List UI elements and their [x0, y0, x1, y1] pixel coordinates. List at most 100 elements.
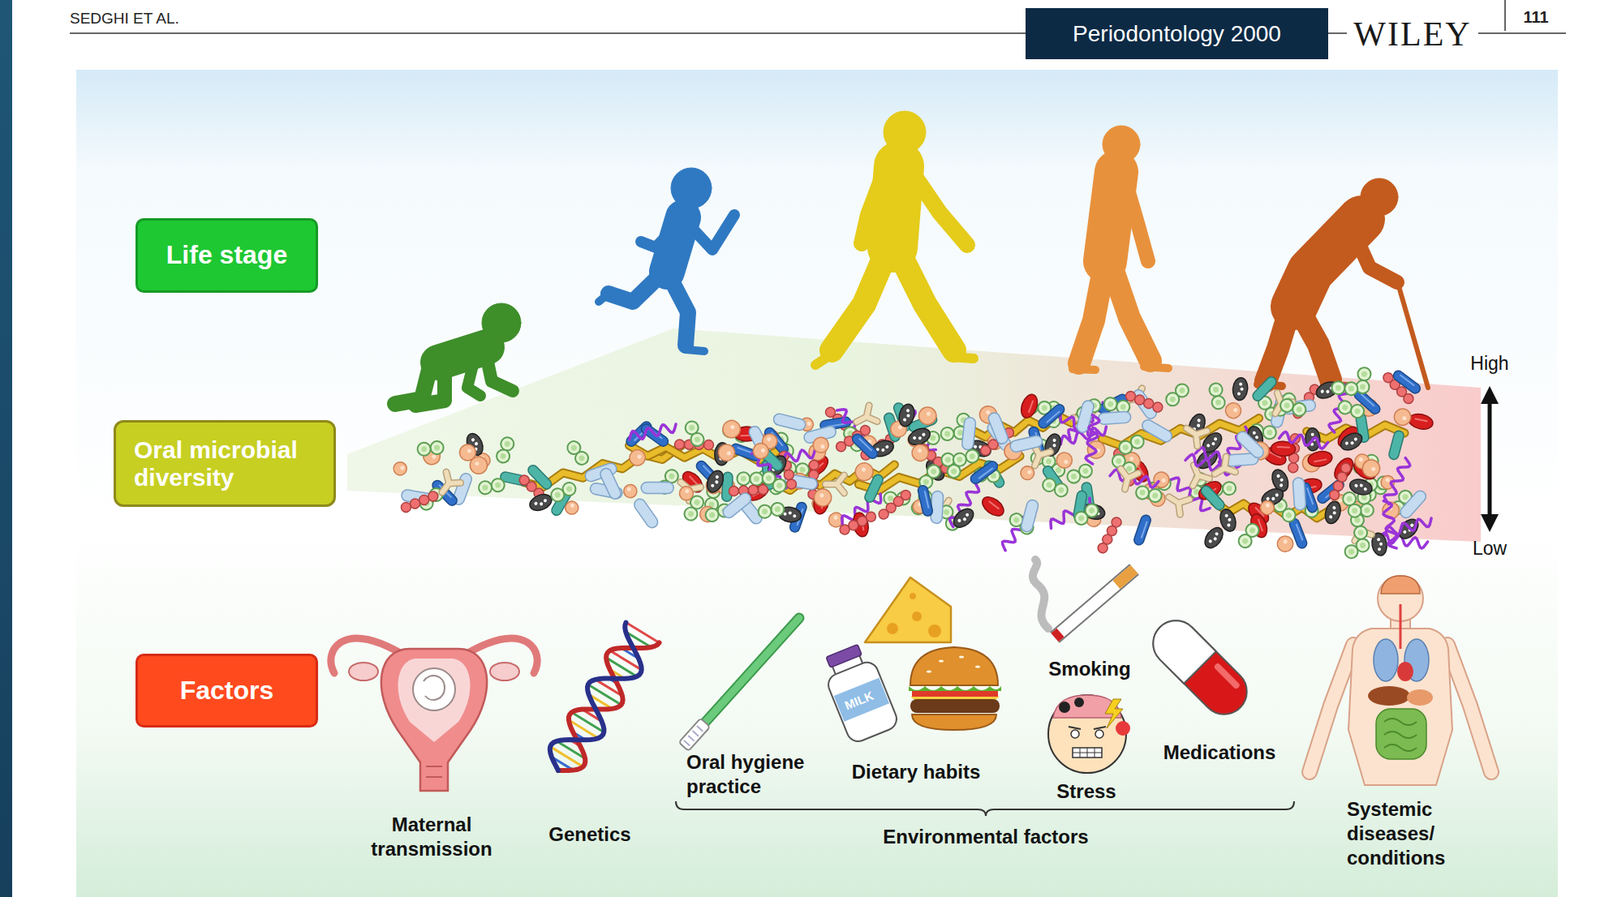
- microbe: [961, 417, 977, 451]
- microbe: [720, 490, 753, 521]
- microbe: [1139, 417, 1175, 444]
- microbe: [1019, 498, 1040, 534]
- microbe: [1201, 524, 1227, 551]
- microbe: [986, 411, 1010, 446]
- stress-head-icon: [1048, 695, 1131, 774]
- factor-label: Medications: [1146, 740, 1293, 766]
- header-rules: [69, 0, 1566, 34]
- microbe: [1018, 464, 1037, 482]
- factor-label: Systemic diseases/ conditions: [1346, 797, 1469, 871]
- microbe: [627, 421, 678, 442]
- elderly-silhouette: [1257, 178, 1428, 388]
- microbe: [1316, 477, 1347, 505]
- microbe: [750, 440, 772, 462]
- microbe: [1124, 390, 1165, 414]
- microbe: [1388, 430, 1406, 461]
- microbe: [391, 460, 409, 478]
- microbe: [1273, 533, 1296, 555]
- microbe: [598, 466, 624, 501]
- microbe: [896, 402, 917, 429]
- microbe: [812, 437, 830, 454]
- microbe: [852, 405, 878, 431]
- microbe: [1036, 402, 1067, 431]
- scale-label: Low: [1453, 537, 1527, 561]
- microbe: [715, 441, 738, 464]
- diversity-wedge: [347, 328, 1481, 542]
- microbe: [1040, 464, 1066, 494]
- figure-panel: [76, 69, 1558, 897]
- microbe-cluster: [391, 366, 1434, 561]
- row-heading-box: Life stage: [135, 218, 319, 293]
- microbe: [704, 468, 727, 495]
- page-edge-strip: [0, 0, 13, 897]
- microbe: [1096, 516, 1123, 555]
- microbe: [908, 441, 932, 465]
- factor-label: Smoking: [1032, 657, 1147, 682]
- microbe: [812, 486, 835, 509]
- box-text: Factors: [147, 676, 306, 706]
- microbe: [1075, 399, 1096, 434]
- microbe: [417, 440, 444, 456]
- microbe: [1009, 434, 1044, 454]
- microbe: [951, 448, 981, 469]
- microbe: [838, 510, 878, 537]
- microbe: [1135, 485, 1164, 504]
- microbe: [1199, 484, 1226, 513]
- factor-label: Oral hygiene practice: [686, 750, 849, 800]
- microbe: [682, 494, 706, 524]
- bottle-label: MILK: [834, 684, 886, 718]
- microbe: [1231, 377, 1249, 402]
- factor-label: Dietary habits: [826, 760, 1006, 785]
- diversity-scale-arrow: [1480, 386, 1499, 533]
- microbe: [1210, 456, 1236, 482]
- microbe: [1278, 397, 1308, 418]
- microbe: [1331, 381, 1359, 396]
- microbe: [916, 485, 934, 518]
- microbe: [1208, 382, 1226, 410]
- microbe: [950, 505, 977, 532]
- microbe: [1234, 429, 1266, 461]
- microbe: [527, 491, 555, 514]
- microbe: [825, 475, 844, 494]
- factor-label: Stress: [1037, 779, 1136, 805]
- microbe: [494, 435, 517, 465]
- microbe: [1018, 392, 1041, 421]
- microbe: [434, 472, 461, 499]
- microbe: [469, 456, 488, 475]
- factor-label: Maternal transmission: [350, 812, 513, 862]
- microbe: [1347, 477, 1374, 498]
- microbe: [1407, 412, 1435, 432]
- microbe: [683, 419, 706, 449]
- microbe: [979, 493, 1008, 520]
- capsule-icon: [1144, 611, 1257, 725]
- factor-label: Genetics: [529, 822, 651, 848]
- microbe: [1322, 499, 1343, 526]
- microbe: [1391, 369, 1423, 396]
- microbe: [1359, 456, 1383, 481]
- microbe: [1393, 407, 1413, 427]
- microbe: [759, 468, 788, 495]
- microbe: [1116, 468, 1139, 492]
- microbe: [877, 488, 913, 522]
- toothbrush-icon: [679, 618, 800, 752]
- group-label: Environmental factors: [855, 825, 1116, 850]
- microbe: [863, 473, 885, 504]
- microbe: [1307, 449, 1334, 469]
- microbe: [1337, 399, 1366, 420]
- page-number: 111: [1511, 7, 1561, 28]
- cigarette-icon: [1032, 559, 1135, 638]
- microbe: [1164, 489, 1190, 515]
- microbe: [632, 497, 660, 531]
- microbe: [1040, 476, 1071, 499]
- baby-silhouette: [395, 303, 521, 406]
- cheese-icon: [864, 577, 951, 643]
- microbe: [850, 432, 880, 461]
- microbe: [1381, 499, 1399, 550]
- microbe: [1397, 488, 1428, 521]
- microbe: [1257, 498, 1277, 517]
- microbe: [1181, 421, 1207, 447]
- microbe: [1117, 433, 1147, 456]
- uterus-icon: [331, 638, 538, 792]
- microbe: [400, 490, 440, 514]
- microbe: [1251, 374, 1279, 403]
